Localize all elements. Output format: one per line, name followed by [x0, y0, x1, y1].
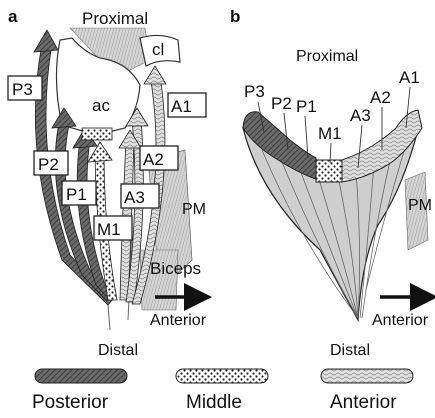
pm-label-a: PM [182, 201, 206, 218]
panel-a: a Proximal cl ac PM Biceps [8, 7, 207, 359]
label-p3-a: P3 [12, 80, 33, 99]
panel-a-proximal-label: Proximal [82, 9, 148, 28]
label-a3-a: A3 [124, 188, 145, 207]
panel-b-letter: b [230, 7, 240, 26]
label-a2-a: A2 [143, 150, 164, 169]
legend [35, 369, 413, 383]
label-p1-b: P1 [296, 97, 317, 116]
label-m1-a: M1 [97, 220, 121, 239]
arrowhead-p3-a [34, 30, 58, 52]
label-p1-a: P1 [66, 185, 87, 204]
legend-swatch-anterior [321, 369, 413, 383]
m1-insertion-a [82, 128, 112, 140]
label-p3-b: P3 [244, 82, 265, 101]
panel-a-letter: a [8, 7, 18, 26]
legend-label-middle: Middle [186, 392, 242, 414]
label-a3-b: A3 [350, 106, 371, 125]
panel-a-distal-label: Distal [98, 342, 138, 359]
label-a2-b: A2 [370, 88, 391, 107]
biceps-label: Biceps [150, 259, 201, 278]
panel-b-distal-label: Distal [330, 342, 370, 359]
legend-label-posterior: Posterior [32, 392, 108, 414]
legend-swatch-middle [176, 369, 268, 383]
label-a1-a: A1 [171, 97, 192, 116]
legend-label-anterior: Anterior [330, 392, 397, 414]
panel-a-anterior-label: Anterior [150, 312, 207, 329]
label-m1-b: M1 [318, 124, 342, 143]
panel-b-proximal-label: Proximal [296, 48, 358, 65]
arrowhead-a1-a [144, 66, 166, 84]
label-p2-a: P2 [38, 155, 59, 174]
label-a1-b: A1 [399, 68, 420, 87]
acromion-label: ac [92, 96, 110, 115]
legend-swatch-posterior [35, 369, 127, 383]
clavicle-label: cl [152, 40, 164, 59]
label-p2-b: P2 [271, 94, 292, 113]
pm-label-b: PM [408, 197, 432, 214]
panel-b-anterior-label: Anterior [372, 312, 429, 329]
crescent-middle-b [316, 160, 342, 182]
panel-b: b Proximal PM [230, 7, 432, 359]
